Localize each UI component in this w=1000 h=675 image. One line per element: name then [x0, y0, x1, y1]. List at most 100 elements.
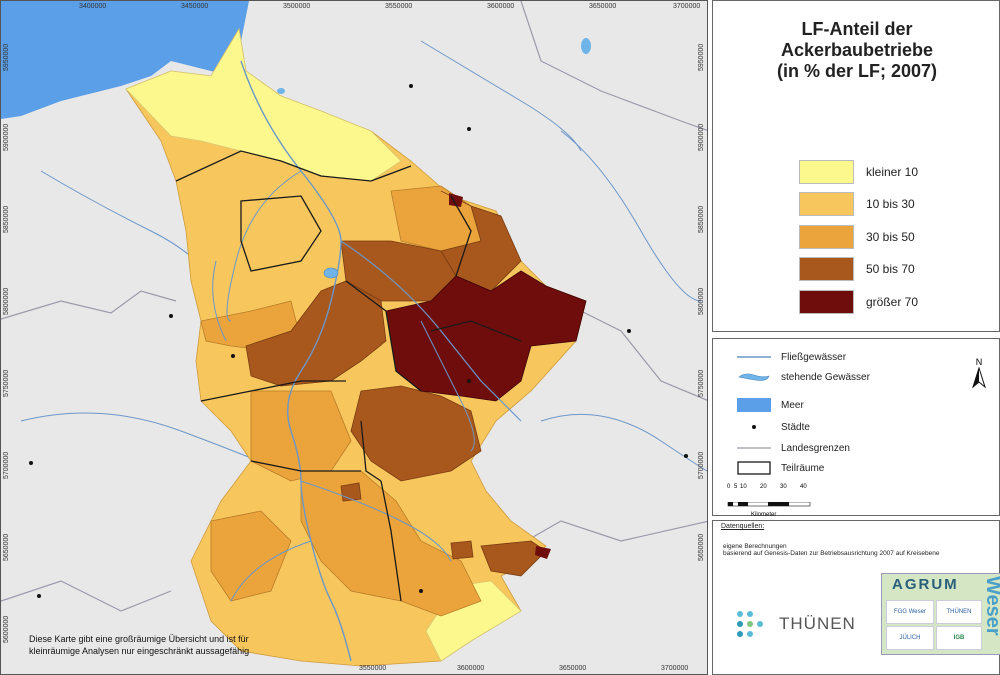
region-50-70 — [480, 540, 547, 577]
region-30-50 — [210, 510, 292, 602]
city-dot — [409, 84, 413, 88]
border-line — [560, 300, 707, 401]
river-line — [540, 413, 707, 472]
border-line-icon — [737, 441, 771, 455]
city-dot — [29, 461, 33, 465]
lake — [581, 38, 591, 54]
legend-class-above-70: größer 70 — [799, 289, 918, 315]
symbol-label: Fließgewässer — [781, 351, 847, 363]
city-dot — [37, 594, 41, 598]
scale-unit: Kilometer — [751, 512, 777, 518]
region-above-70 — [449, 193, 463, 207]
x-tick-label: 3500000 — [283, 3, 311, 10]
subarea-boundary — [240, 195, 322, 272]
scale-bar: 0 5 10 20 30 40 Kilometer — [727, 484, 817, 518]
region-50-70 — [450, 540, 474, 560]
legend-swatch — [799, 257, 854, 281]
river-weser — [240, 60, 352, 662]
y-tick-label: 5750000 — [698, 369, 705, 397]
legend-title: LF-Anteil der Ackerbaubetriebe (in % der… — [713, 19, 1000, 82]
sea-swatch-icon — [737, 398, 771, 412]
agrum-wordmark: AGRUM — [892, 576, 959, 593]
city-dot — [467, 379, 471, 383]
sources-title: Datenquellen: — [721, 523, 765, 530]
river-line — [420, 40, 582, 152]
legend-title-line: LF-Anteil der — [801, 19, 913, 39]
fgg-weser-logo: FGG Weser — [886, 600, 934, 624]
legend-class-label: 10 bis 30 — [866, 197, 915, 211]
y-tick-label: 5650000 — [698, 533, 705, 561]
y-tick-label: 5850000 — [698, 205, 705, 233]
lake-icon — [737, 370, 771, 384]
city-dot — [419, 589, 423, 593]
thuenen-logo: THÜNEN — [735, 609, 856, 639]
symbol-row-lake: stehende Gewässer — [737, 369, 870, 385]
legend-title-line: (in % der LF; 2007) — [776, 61, 938, 81]
subarea-boundary — [380, 480, 402, 602]
y-tick-label: 5800000 — [3, 287, 10, 315]
map-frame[interactable]: 3400000 3450000 3500000 3550000 3600000 … — [0, 0, 708, 675]
legend-swatch — [799, 225, 854, 249]
x-tick-label: 3650000 — [559, 665, 587, 672]
symbol-label: Meer — [781, 399, 804, 411]
symbol-row-river: Fließgewässer — [737, 349, 846, 365]
city-dot-icon — [737, 420, 771, 434]
river-line — [212, 260, 227, 342]
river-line-icon — [737, 350, 771, 364]
scale-tick-label: 30 — [780, 484, 787, 490]
y-tick-label: 5700000 — [698, 451, 705, 479]
thuenen-wordmark: THÜNEN — [779, 614, 856, 633]
thuenen-small-logo: THÜNEN — [936, 600, 982, 624]
weser-wordmark: Weser — [982, 576, 1000, 636]
symbol-row-border: Landesgrenzen — [737, 440, 850, 456]
scale-tick-label: 10 — [740, 484, 747, 490]
legend-swatch — [799, 192, 854, 216]
legend-class-label: größer 70 — [866, 295, 919, 309]
legend-class-50-70: 50 bis 70 — [799, 256, 915, 282]
river-aller — [340, 240, 522, 422]
y-tick-label: 5950000 — [3, 43, 10, 71]
river-line — [300, 480, 452, 562]
sources-panel: Datenquellen: eigene Berechnungen basier… — [712, 520, 1000, 675]
region-below-10 — [125, 27, 402, 182]
sea-area — [1, 1, 249, 119]
subarea-boundary — [200, 380, 346, 402]
subarea-box-icon — [737, 461, 771, 475]
map-disclaimer: Diese Karte gibt eine großräumige Übersi… — [29, 633, 249, 657]
region-50-70 — [340, 482, 362, 502]
river-line — [420, 320, 475, 452]
map-disclaimer-line: Diese Karte gibt eine großräumige Übersi… — [29, 634, 249, 644]
sources-line: basierend auf Genesis-Daten zur Betriebs… — [723, 550, 940, 557]
legend-title-line: Ackerbaubetriebe — [780, 40, 934, 60]
subarea-boundary — [345, 280, 422, 392]
lake — [277, 88, 285, 94]
x-tick-label: 3550000 — [359, 665, 387, 672]
river-line — [560, 130, 702, 302]
symbol-label: Teilräume — [781, 462, 825, 474]
border-line — [1, 580, 172, 612]
region-above-70 — [385, 270, 587, 402]
y-tick-label: 5900000 — [3, 123, 10, 151]
symbol-label: Städte — [781, 421, 810, 433]
city-dot — [684, 454, 688, 458]
symbol-label: Landesgrenzen — [781, 442, 850, 454]
legend-class-label: kleiner 10 — [866, 165, 919, 179]
y-tick-label: 5700000 — [3, 451, 10, 479]
scale-bar-graphic — [727, 501, 811, 507]
city-dot — [169, 314, 173, 318]
juelich-logo: JÜLICH — [886, 626, 934, 650]
legend-class-30-50: 30 bis 50 — [799, 224, 915, 250]
map-disclaimer-line: kleinräumige Analysen nur eingeschränkt … — [29, 646, 250, 656]
y-tick-label: 5800000 — [698, 287, 705, 315]
region-30-50 — [300, 470, 482, 617]
region-above-70 — [535, 546, 551, 559]
city-dot — [467, 127, 471, 131]
subarea-boundary — [450, 195, 472, 277]
legend-swatch — [799, 290, 854, 314]
subarea-boundary — [430, 320, 522, 342]
subarea-boundary — [360, 420, 382, 482]
subarea-boundary — [175, 150, 412, 182]
y-tick-label: 5650000 — [3, 533, 10, 561]
y-tick-label: 5850000 — [3, 205, 10, 233]
border-line — [520, 1, 707, 131]
